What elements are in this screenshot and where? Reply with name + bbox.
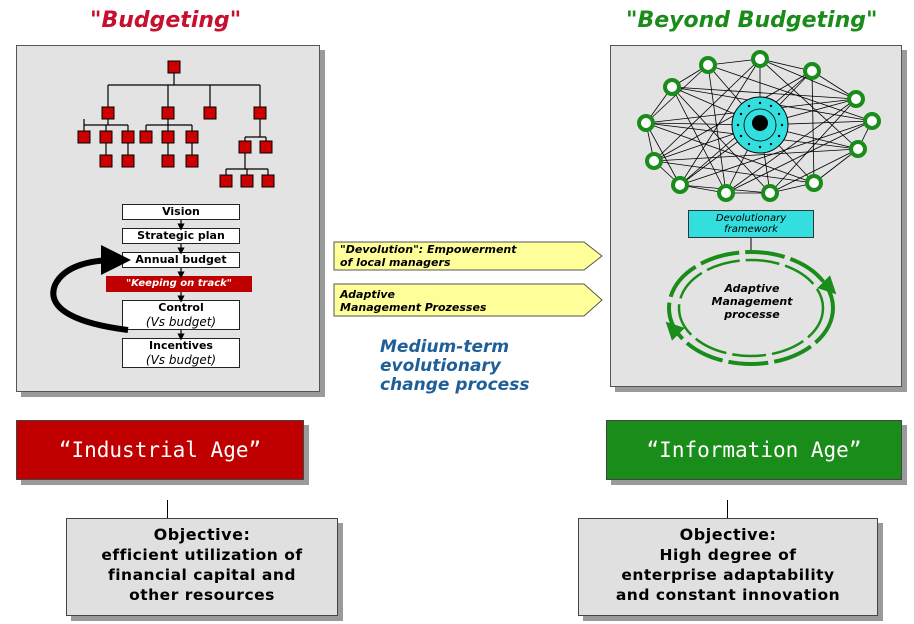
network-link bbox=[813, 148, 859, 184]
network-node bbox=[863, 112, 881, 130]
step-vision: Vision bbox=[122, 204, 240, 220]
keeping-on-track-banner: "Keeping on track" bbox=[106, 276, 252, 292]
left-connector bbox=[167, 500, 168, 518]
network-link bbox=[645, 122, 681, 186]
hub-dot bbox=[747, 104, 751, 108]
adaptive-cycle-label: Adaptive Management processe bbox=[711, 282, 793, 321]
hub-dot bbox=[758, 145, 762, 149]
network-link bbox=[679, 120, 873, 186]
network-node bbox=[803, 62, 821, 80]
adaptive-line-1: Adaptive bbox=[340, 288, 396, 301]
network-node bbox=[761, 184, 779, 202]
hub-dot bbox=[736, 123, 740, 127]
network-node bbox=[849, 140, 867, 158]
hub-dot bbox=[769, 104, 773, 108]
hub-dot bbox=[780, 123, 784, 127]
network-link bbox=[671, 86, 771, 194]
caption-line-2: evolutionary bbox=[380, 356, 501, 376]
step-incentives: Incentives (Vs budget) bbox=[122, 338, 240, 368]
right-objective-line-2: enterprise adaptability bbox=[621, 566, 835, 584]
network-node bbox=[671, 176, 689, 194]
change-process-caption: Medium-term evolutionary change process bbox=[380, 338, 580, 395]
industrial-age-box: “Industrial Age” bbox=[16, 420, 304, 480]
hub-dot bbox=[739, 134, 743, 138]
hub-dot bbox=[758, 101, 762, 105]
network-node bbox=[645, 152, 663, 170]
left-objective-box: Objective: efficient utilization of fina… bbox=[66, 518, 338, 616]
right-objective-line-3: and constant innovation bbox=[615, 586, 841, 604]
framework-label: Devolutionary framework bbox=[715, 213, 787, 235]
network-node bbox=[699, 56, 717, 74]
left-objective-heading: Objective: bbox=[153, 525, 251, 544]
control-label: Control bbox=[158, 301, 204, 314]
devolutionary-framework-box: Devolutionary framework bbox=[688, 210, 814, 238]
adaptive-line-2: Management Prozesses bbox=[340, 301, 487, 314]
devolution-line-1: "Devolution": Empowerment bbox=[340, 243, 517, 256]
hub-dot bbox=[777, 134, 781, 138]
budgeting-title: "Budgeting" bbox=[90, 8, 242, 33]
network-link bbox=[811, 70, 815, 184]
right-objective-box: Objective: High degree of enterprise ada… bbox=[578, 518, 878, 616]
yellow-arrows bbox=[333, 241, 603, 317]
network-link bbox=[645, 122, 815, 184]
devolution-line-2: of local managers bbox=[340, 256, 451, 269]
right-objective-line-1: High degree of bbox=[659, 546, 797, 564]
network-diagram bbox=[637, 50, 881, 202]
adaptive-arrow-label: Adaptive Management Prozesses bbox=[340, 288, 590, 314]
network-link bbox=[769, 148, 859, 194]
network-link bbox=[671, 86, 857, 100]
network-link bbox=[653, 148, 859, 162]
hub-dot bbox=[769, 142, 773, 146]
network-link bbox=[707, 64, 727, 194]
step-control: Control (Vs budget) bbox=[122, 300, 240, 330]
step-annual-budget: Annual budget bbox=[122, 252, 240, 268]
network-link bbox=[769, 98, 857, 194]
left-objective-line-2: financial capital and bbox=[108, 566, 296, 584]
caption-line-3: change process bbox=[380, 375, 530, 395]
left-objective-line-3: other resources bbox=[129, 586, 275, 604]
caption-line-1: Medium-term bbox=[380, 337, 510, 357]
devolution-arrow-label: "Devolution": Empowerment of local manag… bbox=[340, 243, 590, 269]
network-link bbox=[725, 120, 873, 194]
network-node bbox=[847, 90, 865, 108]
hub-dot bbox=[739, 112, 743, 116]
information-age-box: “Information Age” bbox=[606, 420, 902, 480]
network-node bbox=[663, 78, 681, 96]
network-node bbox=[805, 174, 823, 192]
adaptive-cycle bbox=[665, 238, 837, 366]
network-node bbox=[637, 114, 655, 132]
flow-arrows bbox=[50, 220, 185, 341]
right-objective-heading: Objective: bbox=[679, 525, 777, 544]
network-link bbox=[679, 58, 761, 186]
control-sub: (Vs budget) bbox=[145, 315, 217, 329]
network-node bbox=[751, 50, 769, 68]
right-connector bbox=[727, 500, 728, 518]
left-objective-line-1: efficient utilization of bbox=[101, 546, 303, 564]
hub-dot bbox=[777, 112, 781, 116]
network-link bbox=[653, 160, 815, 184]
network-node bbox=[717, 184, 735, 202]
incentives-label: Incentives bbox=[149, 339, 213, 352]
network-link bbox=[653, 58, 761, 162]
incentives-sub: (Vs budget) bbox=[145, 353, 217, 367]
org-chart bbox=[77, 60, 275, 188]
hub-dot bbox=[747, 142, 751, 146]
beyond-budgeting-title: "Beyond Budgeting" bbox=[626, 8, 878, 33]
network-link bbox=[671, 86, 727, 194]
step-strategic-plan: Strategic plan bbox=[122, 228, 240, 244]
